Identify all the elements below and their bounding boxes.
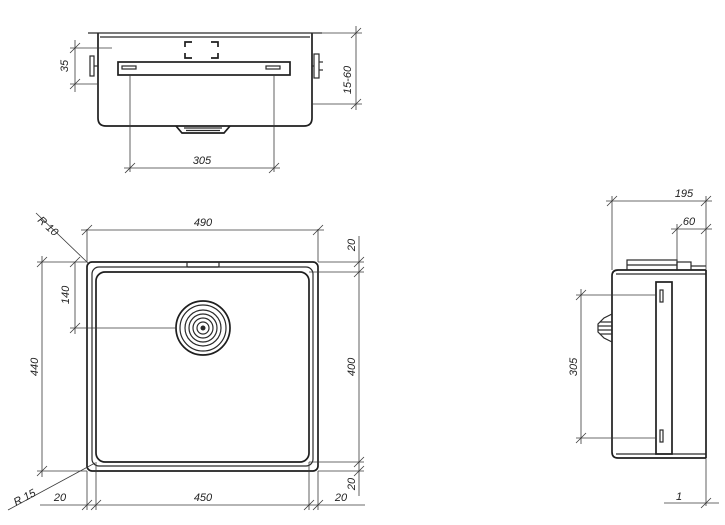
- side-view-dim-gap-label: 1: [676, 491, 682, 503]
- plan-view-dim-inner-height: 400 20 20: [309, 236, 365, 496]
- side-view-slot-bottom: [659, 429, 664, 443]
- side-view-panel: [655, 281, 673, 455]
- plan-view-dim-outer-width: 490: [81, 217, 324, 262]
- drain-strainer-icon: [175, 300, 231, 356]
- side-view: 195 60 305 1: [568, 188, 719, 509]
- front-view: 35 15-60 305: [59, 26, 362, 174]
- plan-view-dim-drain-offset-label: 140: [60, 285, 72, 304]
- front-view-drain-bottom: [175, 125, 231, 134]
- plan-view-overflow-tab: [186, 261, 220, 268]
- plan-view: 490 450 20 20 440: [7, 212, 365, 511]
- plan-view-dim-outer-height-label: 440: [29, 357, 41, 376]
- plan-view-dim-outer-height: 440: [29, 256, 87, 477]
- front-view-dim-clearance-label: 15-60: [342, 65, 354, 94]
- front-view-dim-span-label: 305: [193, 155, 212, 167]
- side-view-slot-top: [659, 289, 664, 303]
- plan-view-dim-inner-width-label: 450: [194, 492, 213, 504]
- plan-view-bowl: [95, 271, 310, 463]
- plan-view-dim-inner-height-label: 400: [346, 357, 358, 376]
- front-view-dim-height-label: 35: [59, 59, 71, 72]
- front-view-slot-left: [121, 65, 137, 70]
- front-view-clamp-left: [89, 55, 98, 77]
- front-view-dim-span: 305: [124, 75, 280, 174]
- front-view-overflow-icon: [184, 41, 219, 59]
- plan-view-dim-outer-width-label: 490: [194, 217, 213, 229]
- plan-view-inner-rim: [91, 266, 314, 467]
- plan-view-dim-drain-offset: 140: [60, 256, 176, 334]
- front-view-clamp-right: [312, 53, 323, 79]
- front-view-sink-body: [97, 33, 313, 127]
- side-view-rail: [626, 259, 706, 271]
- side-view-dim-rail: 60: [671, 216, 712, 262]
- front-view-slot-right: [265, 65, 281, 70]
- front-view-dim-height: 35: [59, 40, 112, 92]
- side-view-drain: [597, 313, 613, 343]
- side-view-dim-depth: 195: [606, 188, 712, 270]
- side-view-dim-height: 305: [568, 289, 656, 444]
- front-view-panel: [117, 61, 291, 76]
- plan-view-radius-outer: R 10: [35, 212, 89, 264]
- side-view-dim-gap: 1: [664, 458, 719, 509]
- plan-view-dim-inner-width: 450 20 20: [40, 462, 365, 511]
- front-view-dim-clearance: 15-60: [312, 26, 362, 110]
- side-view-dim-height-label: 305: [568, 357, 580, 376]
- plan-view-radius-inner-label: R 15: [12, 487, 39, 509]
- side-view-dim-depth-label: 195: [675, 188, 694, 200]
- plan-view-dim-rim-bottom-label: 20: [346, 477, 358, 491]
- plan-view-dim-rim-left-label: 20: [53, 492, 67, 504]
- plan-view-radius-inner: R 15: [7, 462, 96, 511]
- plan-view-dim-rim-top-label: 20: [346, 238, 358, 252]
- plan-view-radius-outer-label: R 10: [35, 214, 61, 239]
- plan-view-outer-rim: [86, 261, 319, 472]
- side-view-dim-rail-label: 60: [683, 216, 696, 228]
- plan-view-dim-rim-right-label: 20: [334, 492, 348, 504]
- side-view-sink-body: [611, 269, 706, 459]
